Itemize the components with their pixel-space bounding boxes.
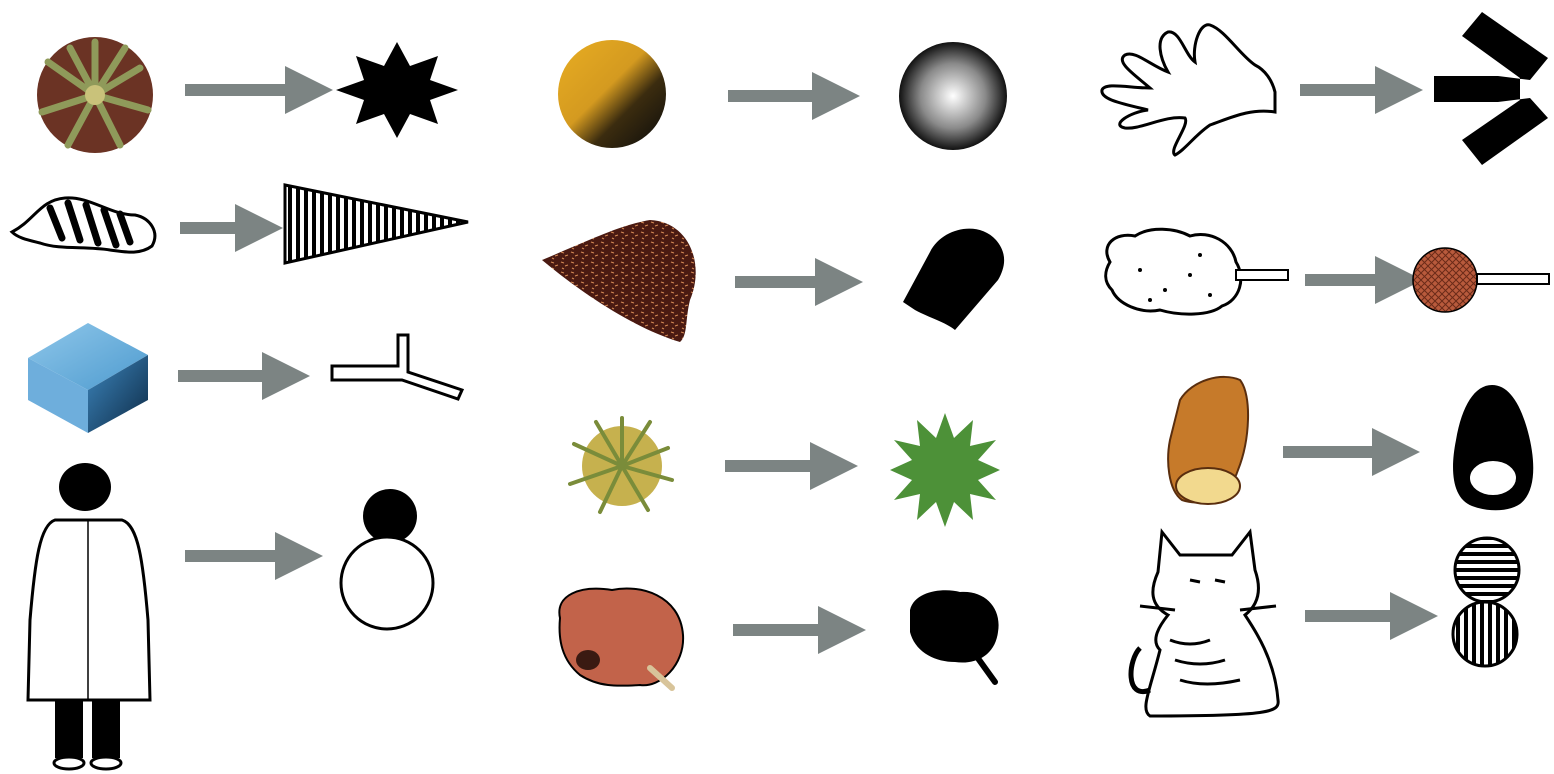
shaded-sphere-icon <box>899 42 1007 150</box>
head-body-circles-icon <box>341 489 433 629</box>
brown-bell-icon <box>542 220 696 342</box>
eight-point-star-icon <box>336 42 458 138</box>
pair-hand <box>1102 12 1548 165</box>
pair-apple <box>559 588 998 688</box>
sweet-potato-icon <box>1168 377 1248 504</box>
striped-circles-icon <box>1453 538 1519 666</box>
pair-cat <box>1131 532 1519 716</box>
blue-block-icon <box>28 323 148 433</box>
chestnut-burr-icon <box>37 37 153 153</box>
textured-lollipop-icon <box>1413 248 1549 312</box>
black-oval-ring-icon <box>1453 385 1533 510</box>
person-in-coat-icon <box>28 463 150 769</box>
black-rounded-shape-icon <box>903 229 1004 330</box>
black-hand-shape-icon <box>1434 12 1548 165</box>
pair-person <box>28 463 433 769</box>
yellow-ball-icon <box>558 40 666 148</box>
striped-cat-icon <box>1131 532 1278 716</box>
black-apple-icon <box>910 590 999 682</box>
cotton-candy-icon <box>1106 229 1288 314</box>
pair-striped-cloth <box>12 185 468 263</box>
pair-bell <box>542 220 1004 342</box>
green-star-icon <box>890 413 1000 527</box>
pair-burdock <box>570 413 1000 527</box>
striped-triangle-icon <box>285 185 468 263</box>
pair-ball <box>558 40 1007 150</box>
spiky-green-ball-icon <box>570 418 672 512</box>
pair-chestnut-burr <box>37 37 458 153</box>
striped-cloth-icon <box>12 198 155 252</box>
pair-blue-block <box>28 323 462 433</box>
pair-cotton-candy <box>1106 229 1549 314</box>
red-apple-icon <box>559 588 683 688</box>
hand-outline-icon <box>1102 25 1275 155</box>
pair-sweet-potato <box>1168 377 1533 510</box>
t-shape-icon <box>332 335 462 399</box>
